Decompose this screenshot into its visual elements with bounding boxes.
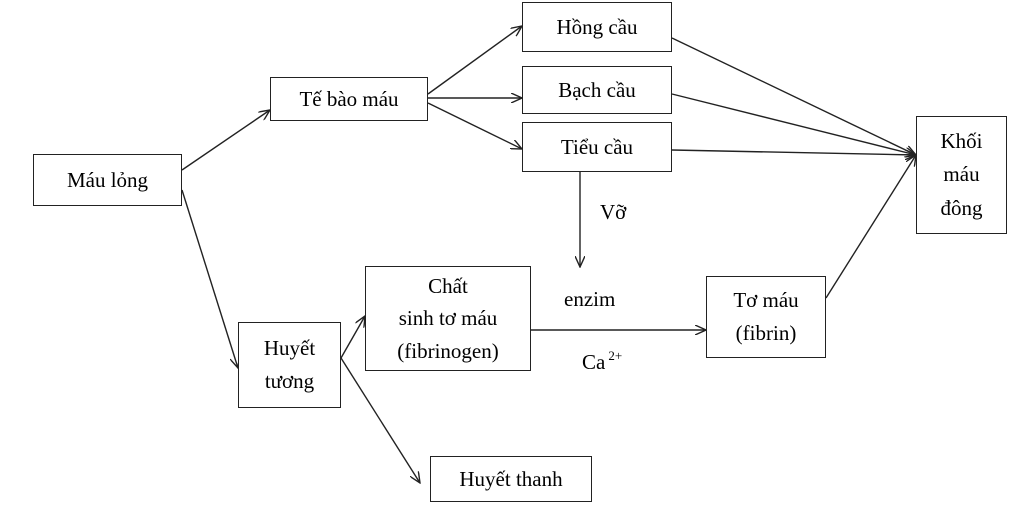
node-huyet-tuong-line-2: tương: [264, 369, 315, 393]
arrow-huyet-tuong-to-chat-sinh-to-mau: [340, 316, 365, 359]
node-bach-cau-label: Bạch cầu: [558, 77, 636, 102]
node-huyet-thanh-label: Huyết thanh: [459, 466, 563, 491]
arrow-mau-long-to-huyet-tuong: [181, 189, 238, 368]
node-huyet-tuong: Huyết tương: [238, 322, 341, 408]
node-khoi-mau-dong-line-2: máu: [943, 162, 980, 187]
node-khoi-mau-dong-line-3: đông: [940, 195, 983, 220]
node-chat-sinh-to-mau-line-3: (fibrinogen): [397, 338, 499, 363]
node-mau-long: Máu lỏng: [33, 154, 182, 206]
node-chat-sinh-to-mau-line-1: Chất: [428, 273, 468, 298]
node-to-mau-line-2: (fibrin): [735, 321, 797, 345]
node-tieu-cau: Tiểu cầu: [522, 122, 672, 172]
label-enzim: enzim: [564, 287, 616, 311]
node-khoi-mau-dong: Khối máu đông: [916, 116, 1007, 234]
arrow-to-mau-to-khoi-mau-dong: [825, 155, 916, 299]
node-tieu-cau-label: Tiểu cầu: [560, 134, 634, 159]
node-huyet-thanh: Huyết thanh: [430, 456, 592, 502]
node-chat-sinh-to-mau: Chất sinh tơ máu (fibrinogen): [365, 266, 531, 371]
node-hong-cau-label: Hồng cầu: [556, 14, 638, 39]
label-ca-charge: 2+: [608, 348, 623, 363]
arrow-te-bao-mau-to-hong-cau: [427, 26, 522, 95]
node-chat-sinh-to-mau-line-2: sinh tơ máu: [398, 306, 498, 331]
node-to-mau: Tơ máu (fibrin): [706, 276, 826, 358]
node-to-mau-line-1: Tơ máu: [733, 288, 799, 313]
arrow-te-bao-mau-to-tieu-cau: [427, 102, 522, 149]
arrow-tieu-cau-to-khoi-mau-dong: [671, 149, 916, 155]
arrow-bach-cau-to-khoi-mau-dong: [671, 93, 916, 155]
node-te-bao-mau-label: Tế bào máu: [299, 86, 399, 111]
arrow-huyet-tuong-to-huyet-thanh: [340, 357, 420, 483]
arrow-hong-cau-to-khoi-mau-dong: [671, 37, 916, 155]
node-hong-cau: Hồng cầu: [522, 2, 672, 52]
node-khoi-mau-dong-line-1: Khối: [940, 128, 983, 153]
node-huyet-tuong-line-1: Huyết: [263, 336, 316, 361]
label-ca-symbol: Ca: [582, 350, 606, 374]
node-bach-cau: Bạch cầu: [522, 66, 672, 114]
node-mau-long-label: Máu lỏng: [66, 167, 149, 192]
node-te-bao-mau: Tế bào máu: [270, 77, 428, 121]
label-vo: Vỡ: [600, 200, 627, 224]
arrow-mau-long-to-te-bao-mau: [181, 110, 270, 171]
